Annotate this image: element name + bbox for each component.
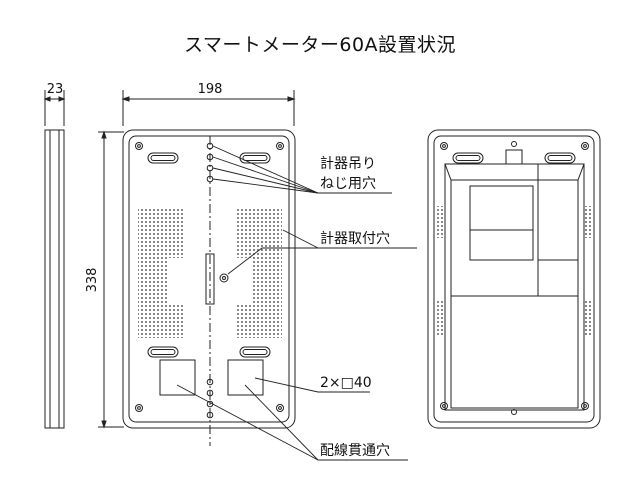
meter-display-top bbox=[469, 185, 534, 231]
label-mount-hole: 計器取付穴 bbox=[320, 231, 390, 247]
meter-bottom-hole bbox=[511, 409, 517, 415]
meter-body-outline bbox=[444, 163, 585, 411]
side-view bbox=[43, 90, 66, 429]
base-corner-holes bbox=[135, 142, 284, 412]
mount-slot bbox=[205, 253, 215, 305]
dim-arrow bbox=[58, 96, 66, 102]
meter-lower-panel bbox=[450, 295, 579, 409]
hang-screw-holes-bottom bbox=[206, 378, 214, 419]
meter-inner-outline bbox=[433, 135, 595, 423]
dim-arrow bbox=[43, 96, 51, 102]
label-wiring-hole: 配線貫通穴 bbox=[320, 443, 390, 459]
side-view-outline bbox=[44, 129, 65, 429]
dim-thickness-label: 23 bbox=[47, 82, 64, 97]
dim-height-label: 338 bbox=[85, 268, 100, 293]
meter-body-top-bevel bbox=[444, 163, 585, 181]
leader-lines bbox=[176, 145, 417, 461]
label-hang-screw-hole-2: ねじ用穴 bbox=[320, 176, 376, 192]
dim-width-label: 198 bbox=[198, 82, 223, 97]
base-slots bbox=[147, 152, 271, 358]
dim-arrow bbox=[101, 420, 107, 429]
diagram-title: スマートメーター60A設置状況 bbox=[183, 34, 457, 56]
meter-display-bottom bbox=[469, 229, 534, 261]
meter-outer-outline bbox=[427, 129, 601, 429]
base-front-view bbox=[122, 129, 296, 446]
meter-front-view bbox=[427, 129, 601, 429]
dim-arrow bbox=[101, 130, 107, 139]
label-square-size: 2×□40 bbox=[320, 375, 372, 391]
wiring-hole-right bbox=[227, 359, 264, 396]
base-outer-outline bbox=[122, 129, 296, 429]
dim-arrow bbox=[121, 96, 130, 102]
dim-arrow bbox=[287, 96, 296, 102]
base-vent-areas bbox=[138, 208, 282, 338]
height-dimension bbox=[98, 130, 124, 429]
mount-hole bbox=[219, 273, 229, 283]
wiring-hole-left bbox=[159, 359, 196, 396]
hang-screw-holes-top bbox=[206, 142, 214, 183]
meter-top-hole bbox=[511, 141, 517, 147]
base-inner-outline bbox=[128, 135, 290, 423]
width-dimension bbox=[121, 90, 296, 126]
label-hang-screw-hole-1: 計器吊り bbox=[320, 156, 376, 172]
meter-top-connector bbox=[505, 149, 523, 165]
meter-vent-areas bbox=[436, 206, 593, 336]
